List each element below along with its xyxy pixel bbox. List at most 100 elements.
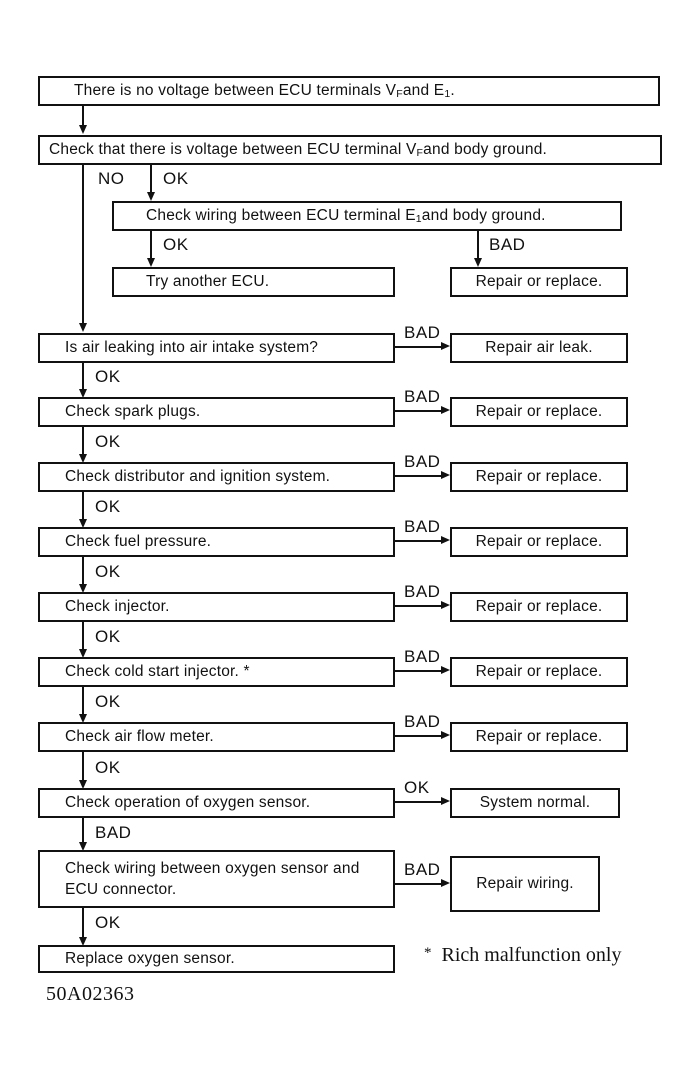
arrow-right-icon <box>441 536 450 544</box>
edge-label-ok: OK <box>95 367 121 386</box>
edge-label-ok: OK <box>95 692 121 711</box>
edge-label-result: BAD <box>404 517 441 536</box>
flow-node-action: Repair air leak. <box>450 333 628 363</box>
node-text: Repair or replace. <box>475 533 603 550</box>
edge-label-result: BAD <box>404 712 441 731</box>
arrow-down-icon <box>79 714 87 723</box>
flow-node-step: Check distributor and ignition system. <box>38 462 395 492</box>
edge-label-ok: OK <box>163 169 189 188</box>
flow-node-step: Check spark plugs. <box>38 397 395 427</box>
edge-label-ok: OK <box>95 562 121 581</box>
arrow-right-icon <box>441 731 450 739</box>
subscript-1: 1 <box>415 213 422 225</box>
flow-node-step: Check cold start injector. * <box>38 657 395 687</box>
connector-line <box>395 540 442 542</box>
flow-node-action: Repair or replace. <box>450 722 628 752</box>
connector-line <box>395 410 442 412</box>
arrow-down-icon <box>79 519 87 528</box>
node-text: Check spark plugs. <box>65 403 201 420</box>
flow-node-try-ecu: Try another ECU. <box>112 267 395 297</box>
edge-label-no: NO <box>98 169 125 188</box>
flow-node-action: Repair or replace. <box>450 397 628 427</box>
arrow-down-icon <box>79 937 87 946</box>
arrow-down-icon <box>79 125 87 134</box>
arrow-right-icon <box>441 406 450 414</box>
edge-label-ok: OK <box>95 627 121 646</box>
edge-label-result: BAD <box>404 582 441 601</box>
connector-line-ok <box>150 231 152 259</box>
node-text: Repair or replace. <box>475 728 603 745</box>
arrow-down-icon <box>79 842 87 851</box>
arrow-down-icon <box>79 454 87 463</box>
node-text: . <box>450 82 455 99</box>
flow-node-repair-wiring: Repair wiring. <box>450 856 600 912</box>
node-text: Check fuel pressure. <box>65 533 212 550</box>
edge-label-ok: OK <box>95 432 121 451</box>
node-text: and body ground. <box>421 207 546 224</box>
node-text: Repair or replace. <box>475 273 603 290</box>
arrow-right-icon <box>441 666 450 674</box>
arrow-right-icon <box>441 879 450 887</box>
node-text: Repair or replace. <box>475 403 603 420</box>
node-text: Repair or replace. <box>475 598 603 615</box>
node-text: Check cold start injector. * <box>65 663 250 680</box>
node-text: Check operation of oxygen sensor. <box>65 794 311 811</box>
connector-line-no <box>82 165 84 323</box>
connector-line-bad <box>477 231 479 259</box>
flow-node-action: Repair or replace. <box>450 462 628 492</box>
flow-node-action: Repair or replace. <box>450 592 628 622</box>
arrow-down-icon <box>79 780 87 789</box>
arrow-down-icon <box>147 192 155 201</box>
flow-node-step: Check injector. <box>38 592 395 622</box>
connector-line-ok <box>82 557 84 584</box>
footnote: *Rich malfunction only <box>424 944 621 967</box>
edge-label-bad: BAD <box>95 823 132 842</box>
subscript-f: F <box>416 147 424 159</box>
connector-line <box>395 883 442 885</box>
arrow-down-icon <box>79 323 87 332</box>
arrow-right-icon <box>441 797 450 805</box>
connector-line <box>82 106 84 125</box>
subscript-1: 1 <box>444 88 451 100</box>
connector-line <box>395 801 442 803</box>
arrow-down-icon <box>147 258 155 267</box>
edge-label-result: OK <box>404 778 430 797</box>
flow-node-system-normal: System normal. <box>450 788 620 818</box>
flow-node-step: Check fuel pressure. <box>38 527 395 557</box>
node-text: Check air flow meter. <box>65 728 214 745</box>
flow-node-check-wiring-o2: Check wiring between oxygen sensor and E… <box>38 850 395 908</box>
flow-node-check-voltage: Check that there is voltage between ECU … <box>38 135 662 165</box>
edge-label-ok: OK <box>95 758 121 777</box>
node-text: There is no voltage between ECU terminal… <box>74 82 397 99</box>
node-text: Repair air leak. <box>485 339 593 356</box>
node-text: Repair wiring. <box>476 875 574 892</box>
subscript-f: F <box>396 88 403 100</box>
node-text: Repair or replace. <box>475 468 603 485</box>
node-text: and body ground. <box>423 141 548 158</box>
flow-node-step: Is air leaking into air intake system? <box>38 333 395 363</box>
connector-line <box>395 605 442 607</box>
node-text: Is air leaking into air intake system? <box>65 339 319 356</box>
node-text: Replace oxygen sensor. <box>65 950 235 967</box>
edge-label-bad: BAD <box>489 235 526 254</box>
arrow-down-icon <box>79 649 87 658</box>
node-text: and E <box>402 82 445 99</box>
flow-node-step: Check operation of oxygen sensor. <box>38 788 395 818</box>
node-text: Check that there is voltage between ECU … <box>49 141 417 158</box>
node-text: Check wiring between ECU terminal E <box>146 207 416 224</box>
edge-label-result: BAD <box>404 323 441 342</box>
connector-line-ok <box>82 622 84 649</box>
footnote-marker: * <box>424 945 432 961</box>
connector-line-ok <box>82 427 84 454</box>
node-text: Check wiring between oxygen sensor and E… <box>65 860 360 898</box>
node-text: Try another ECU. <box>146 273 270 290</box>
flow-node-replace-o2: Replace oxygen sensor. <box>38 945 395 973</box>
edge-label-ok: OK <box>163 235 189 254</box>
connector-line-ok <box>150 165 152 192</box>
arrow-down-icon <box>79 389 87 398</box>
connector-line-bad <box>82 818 84 842</box>
arrow-right-icon <box>441 342 450 350</box>
flow-node-action: Repair or replace. <box>450 527 628 557</box>
